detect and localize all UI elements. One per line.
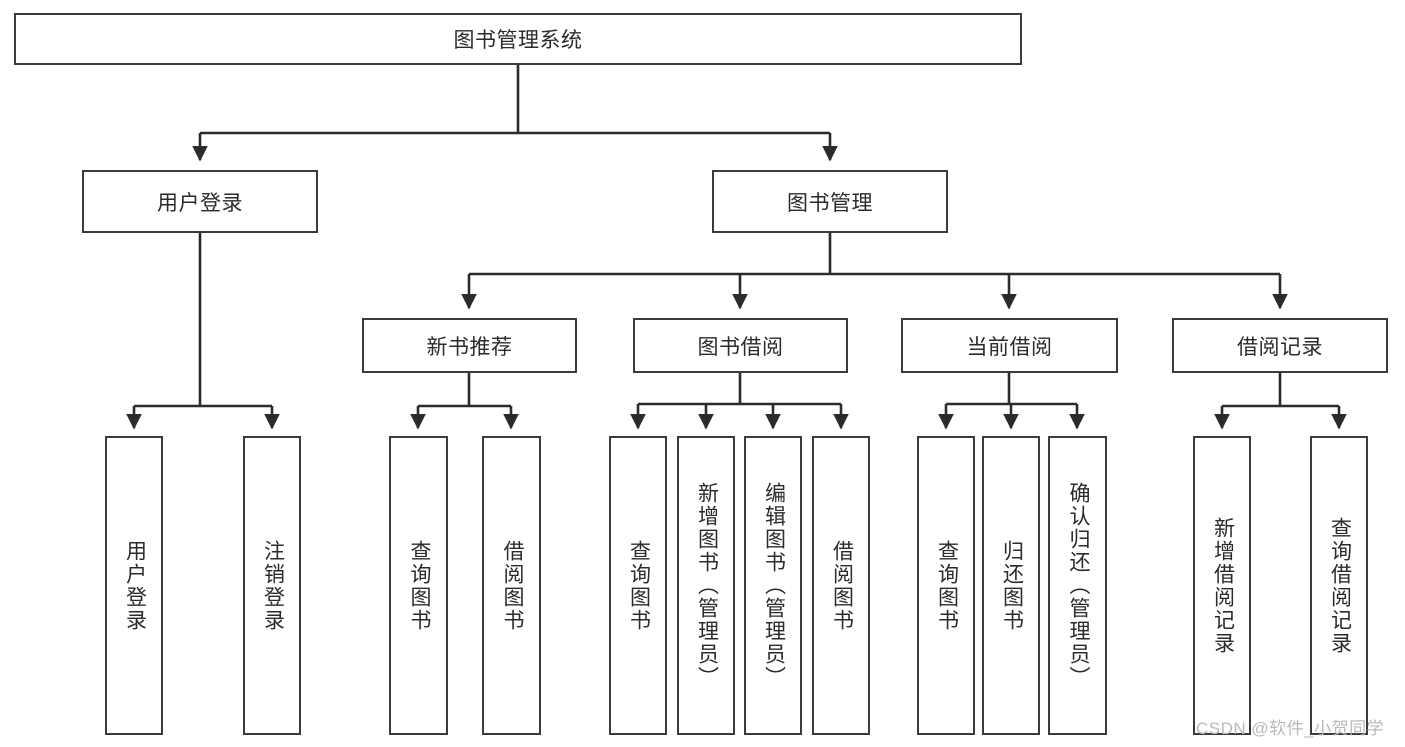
node-label: 新书推荐: [426, 335, 513, 359]
node-label: 查询图书: [627, 539, 651, 632]
leaf-current-query-book[interactable]: 查询图书: [917, 436, 975, 735]
node-label: 查询图书: [407, 539, 431, 632]
node-borrow-record[interactable]: 借阅记录: [1172, 318, 1388, 373]
leaf-user-login[interactable]: 用户登录: [105, 436, 163, 735]
node-label: 借阅记录: [1237, 335, 1323, 359]
leaf-recommend-borrow-book[interactable]: 借阅图书: [482, 436, 541, 735]
node-label: 借阅图书: [830, 539, 854, 632]
node-label: 图书借阅: [697, 335, 784, 359]
node-label: 查询借阅记录: [1328, 516, 1352, 655]
leaf-current-return-book[interactable]: 归还图书: [982, 436, 1040, 735]
leaf-current-confirm-return[interactable]: 确认归还（管理员）: [1048, 436, 1107, 735]
node-label: 用户登录: [123, 539, 147, 632]
csdn-watermark: CSDN @软件_小贺同学: [1196, 719, 1385, 738]
node-label: 新增借阅记录: [1211, 516, 1235, 655]
leaf-borrow-borrow-book[interactable]: 借阅图书: [812, 436, 870, 735]
node-label: 新增图书（管理员）: [695, 482, 719, 689]
node-label: 图书管理系统: [453, 29, 583, 52]
node-label: 编辑图书（管理员）: [762, 482, 786, 689]
node-book-management[interactable]: 图书管理: [712, 170, 948, 233]
node-label: 当前借阅: [966, 335, 1053, 359]
node-current-borrow[interactable]: 当前借阅: [901, 318, 1118, 373]
node-label: 借阅图书: [500, 539, 524, 632]
leaf-recommend-query-book[interactable]: 查询图书: [389, 436, 448, 735]
node-user-login[interactable]: 用户登录: [82, 170, 318, 233]
leaf-record-query-record[interactable]: 查询借阅记录: [1310, 436, 1368, 735]
node-label: 注销登录: [261, 539, 285, 632]
node-label: 查询图书: [935, 539, 959, 632]
leaf-record-add-record[interactable]: 新增借阅记录: [1193, 436, 1251, 735]
leaf-borrow-edit-book[interactable]: 编辑图书（管理员）: [744, 436, 802, 735]
node-book-borrow[interactable]: 图书借阅: [633, 318, 848, 373]
leaf-borrow-add-book[interactable]: 新增图书（管理员）: [677, 436, 735, 735]
node-new-book-recommend[interactable]: 新书推荐: [362, 318, 577, 373]
node-label: 图书管理: [787, 191, 873, 215]
leaf-borrow-query-book[interactable]: 查询图书: [609, 436, 667, 735]
leaf-logout[interactable]: 注销登录: [243, 436, 301, 735]
node-root-system[interactable]: 图书管理系统: [14, 13, 1022, 65]
node-label: 用户登录: [157, 191, 243, 215]
node-label: 归还图书: [1000, 539, 1024, 632]
node-label: 确认归还（管理员）: [1066, 482, 1090, 689]
